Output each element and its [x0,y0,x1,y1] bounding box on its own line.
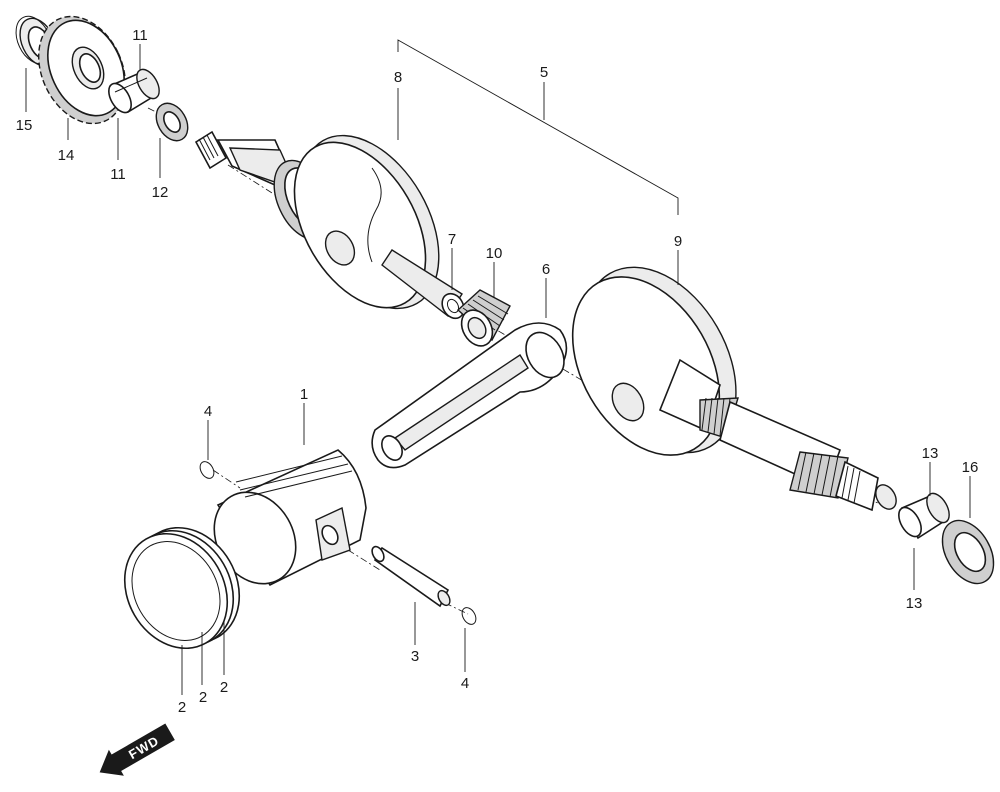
circlip-4-upper [199,461,215,479]
callout-labels: 11 15 14 11 12 8 5 7 10 6 9 1 4 13 16 13… [16,27,979,716]
callout-1: 1 [300,386,308,403]
callout-2-right: 2 [220,679,228,696]
callout-6: 6 [542,261,550,278]
crank-pin-7 [381,249,465,320]
callout-5: 5 [540,64,548,81]
callout-13-bottom: 13 [906,595,923,612]
circlip-4-lower [461,607,477,625]
bushing-13 [898,492,950,540]
crankshaft-assembly-bracket [397,39,679,215]
callout-14: 14 [58,147,75,164]
callout-4-upper: 4 [204,403,212,420]
piston-pin-3 [371,545,451,608]
callout-10: 10 [486,245,503,262]
drive-gear-14 [38,15,126,125]
callout-4-lower: 4 [461,675,469,692]
callout-2-middle: 2 [199,689,207,706]
callout-11-top: 11 [132,27,148,44]
callout-8: 8 [394,69,402,86]
crankshaft-right-9 [571,266,897,512]
leader-lines [25,44,971,695]
oil-seal-16 [941,519,995,585]
piston-rings-2 [123,526,241,650]
callout-13-top: 13 [922,445,939,462]
needle-bearing-10 [456,289,511,347]
callout-9: 9 [674,233,682,250]
callout-16: 16 [962,459,979,476]
callout-11-bottom: 11 [110,166,126,183]
forward-direction-arrow: FWD [99,723,175,776]
washer-12 [155,102,189,142]
callout-12: 12 [152,184,169,201]
callout-3: 3 [411,648,419,665]
connecting-rod-6 [371,322,568,469]
bushing-11 [108,68,160,114]
callout-2-left: 2 [178,699,186,716]
callout-15: 15 [16,117,33,134]
callout-7: 7 [448,231,456,248]
piston-1 [213,449,367,587]
